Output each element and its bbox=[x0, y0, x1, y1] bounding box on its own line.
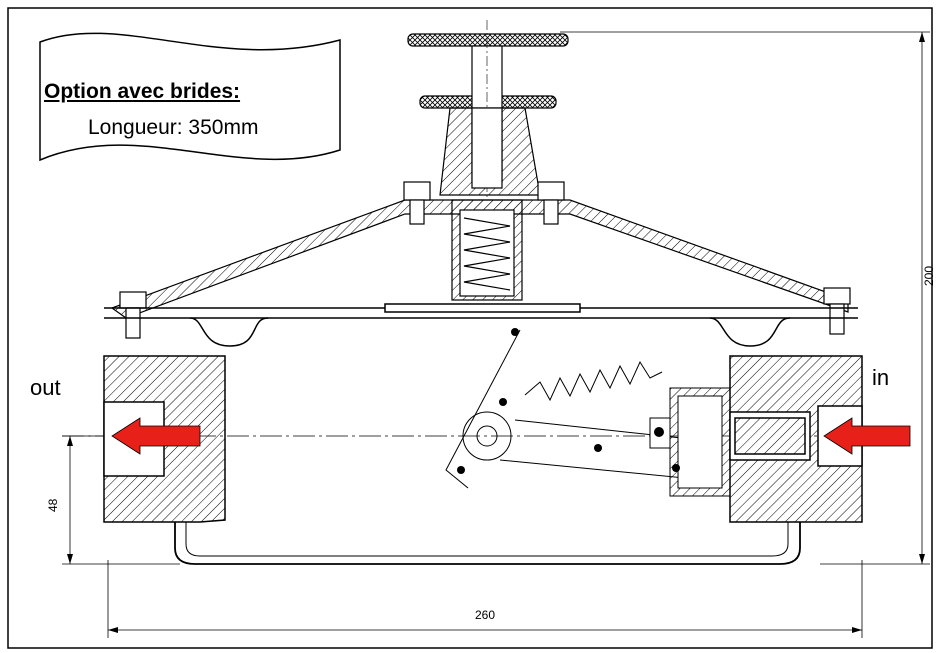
callout-title: Option avec brides: bbox=[44, 80, 241, 103]
cover-bolts bbox=[119, 181, 851, 339]
height-dimension: 200 bbox=[922, 265, 936, 286]
length-dimension: 260 bbox=[475, 608, 496, 622]
diaphragm bbox=[104, 303, 858, 347]
handwheel-assembly bbox=[407, 20, 569, 200]
axis-height-dimension: 48 bbox=[46, 498, 60, 512]
inlet-label: in bbox=[872, 365, 890, 390]
spring-housing bbox=[451, 199, 523, 301]
outlet-arrow-icon bbox=[111, 417, 201, 455]
inlet-arrow-icon bbox=[823, 417, 911, 455]
callout-banner bbox=[39, 32, 341, 162]
lever-mechanism bbox=[445, 329, 731, 497]
drawing-border bbox=[7, 7, 933, 649]
pivot-points bbox=[457, 328, 680, 474]
callout-subtitle: Longueur: 350mm bbox=[88, 116, 259, 139]
dimension-arrowheads bbox=[67, 32, 925, 633]
outlet-label: out bbox=[30, 375, 61, 400]
